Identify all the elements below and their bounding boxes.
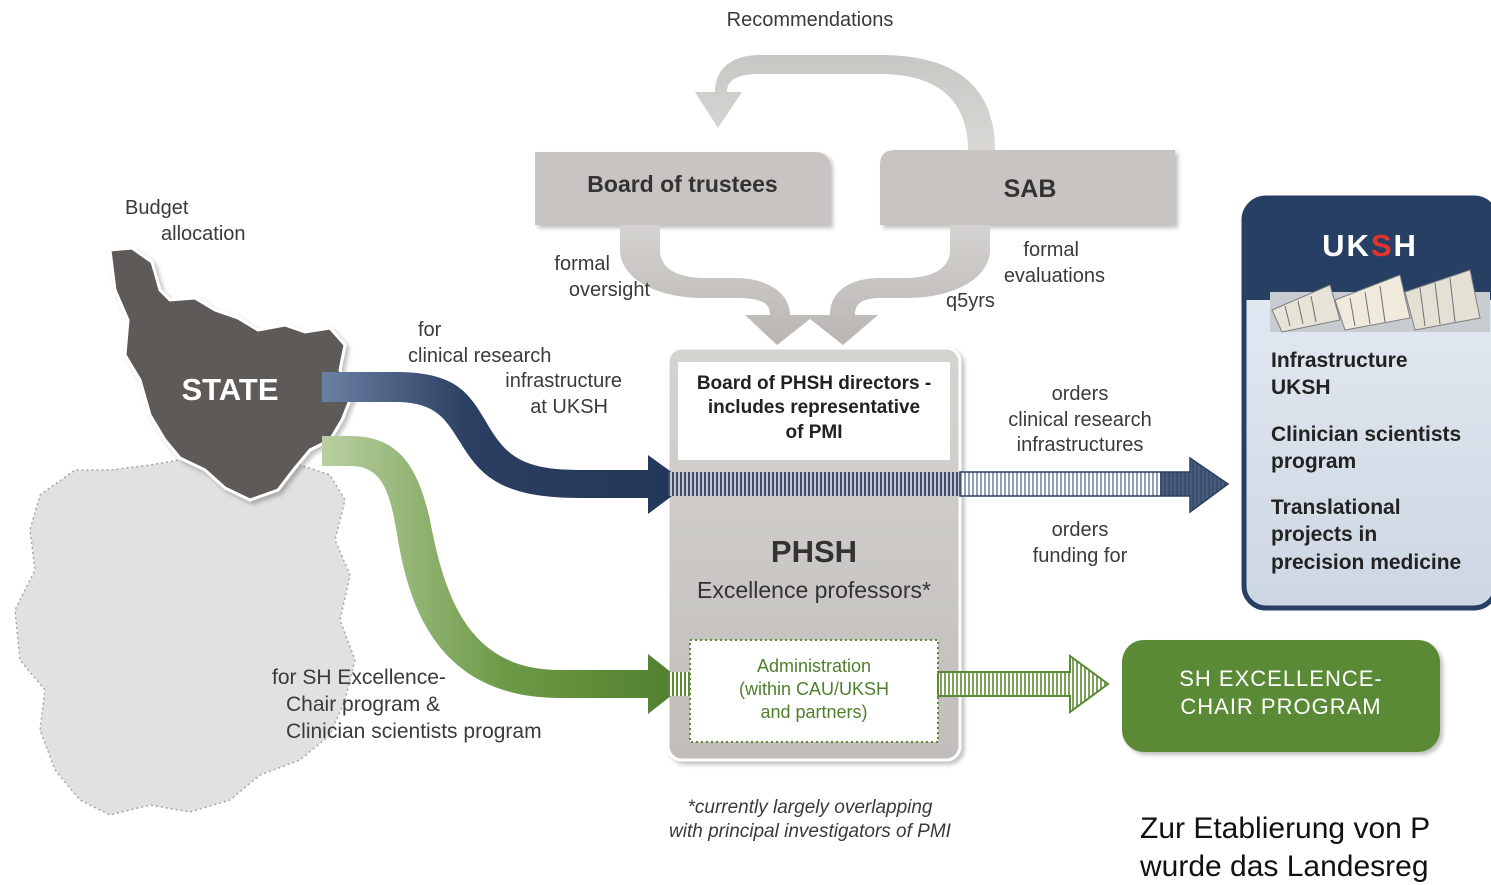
uksh-item-translational: Translational projects in precision medi… (1271, 494, 1491, 576)
footnote-line: *currently largely overlapping (640, 796, 980, 820)
bottom-text-line: wurde das Landesreg (1140, 848, 1491, 885)
directors-line: Board of PHSH directors - (680, 372, 948, 396)
formal-oversight-line: formal (500, 252, 650, 278)
phsh-title: PHSH (668, 532, 960, 572)
uksh-logo-part: H (1394, 228, 1418, 263)
blue-stripe-band (668, 472, 960, 496)
uksh-item-line: precision medicine (1271, 549, 1491, 576)
footnote-line: with principal investigators of PMI (640, 820, 980, 844)
uksh-item-clinician: Clinician scientists program (1271, 421, 1491, 476)
orders-line: clinical research (985, 408, 1175, 434)
footnote: *currently largely overlapping with prin… (640, 796, 980, 845)
formal-evaluations-label: formal evaluations q5yrs (930, 238, 1105, 315)
excellence-funding-label: for SH Excellence- Chair program & Clini… (272, 665, 592, 746)
orders-infrastructure-label: orders clinical research infrastructures (985, 382, 1175, 459)
excellence-funding-line: for SH Excellence- (272, 665, 592, 692)
clinical-research-line: infrastructure (400, 369, 622, 395)
uksh-logo: UKSH (1244, 226, 1491, 266)
clinical-research-line: at UKSH (400, 395, 622, 421)
board-of-trustees-label: Board of trustees (540, 170, 825, 199)
administration-line: and partners) (692, 701, 936, 724)
directors-label: Board of PHSH directors - includes repre… (680, 372, 948, 445)
uksh-item-line: UKSH (1271, 374, 1491, 401)
state-label: STATE (160, 370, 300, 410)
excellence-chair-label: SH EXCELLENCE- CHAIR PROGRAM (1122, 665, 1440, 721)
orders-funding-label: orders funding for (1000, 518, 1160, 569)
orders-line: orders (985, 382, 1175, 408)
uksh-item-line: Translational (1271, 494, 1491, 521)
germany-map-shape (15, 452, 355, 815)
directors-line: of PMI (680, 421, 948, 445)
formal-oversight-label: formal oversight (500, 252, 650, 303)
green-stripe-left (668, 672, 690, 696)
budget-allocation-label: Budget allocation (125, 196, 285, 247)
budget-line: Budget (125, 196, 285, 222)
clinical-research-label: for clinical research infrastructure at … (400, 318, 622, 420)
administration-label: Administration (within CAU/UKSH and part… (692, 655, 936, 724)
uksh-item-line: projects in (1271, 521, 1491, 548)
sab-label: SAB (895, 173, 1165, 205)
excellence-chair-line: SH EXCELLENCE- (1122, 665, 1440, 693)
administration-line: Administration (692, 655, 936, 678)
directors-line: includes representative (680, 396, 948, 420)
bottom-text-line: Zur Etablierung von P (1140, 810, 1491, 848)
excellence-chair-arrow (938, 656, 1108, 712)
administration-line: (within CAU/UKSH (692, 678, 936, 701)
uksh-item-line: Clinician scientists (1271, 421, 1491, 448)
orders-infrastructure-arrow-fill (1160, 458, 1228, 512)
orders-funding-line: funding for (1000, 544, 1160, 570)
formal-oversight-line: oversight (500, 278, 650, 304)
uksh-item-line: program (1271, 448, 1491, 475)
budget-line: allocation (125, 222, 285, 248)
excellence-chair-line: CHAIR PROGRAM (1122, 693, 1440, 721)
orders-line: infrastructures (985, 433, 1175, 459)
formal-evaluations-line: q5yrs (930, 289, 1105, 315)
recommendations-arrow (695, 55, 995, 150)
uksh-logo-part: UK (1322, 228, 1371, 263)
excellence-funding-line: Chair program & (272, 692, 592, 719)
excellence-funding-line: Clinician scientists program (272, 719, 592, 746)
bottom-german-text: Zur Etablierung von P wurde das Landesre… (1140, 810, 1491, 885)
uksh-item-line: Infrastructure (1271, 347, 1491, 374)
formal-evaluations-line: formal (930, 238, 1105, 264)
orders-funding-line: orders (1000, 518, 1160, 544)
uksh-logo-s: S (1371, 228, 1394, 263)
uksh-item-infrastructure: Infrastructure UKSH (1271, 347, 1491, 402)
recommendations-label: Recommendations (690, 8, 930, 34)
clinical-research-line: for (400, 318, 622, 344)
formal-evaluations-line: evaluations (930, 264, 1105, 290)
clinical-research-line: clinical research (400, 344, 622, 370)
phsh-subtitle: Excellence professors* (668, 576, 960, 605)
